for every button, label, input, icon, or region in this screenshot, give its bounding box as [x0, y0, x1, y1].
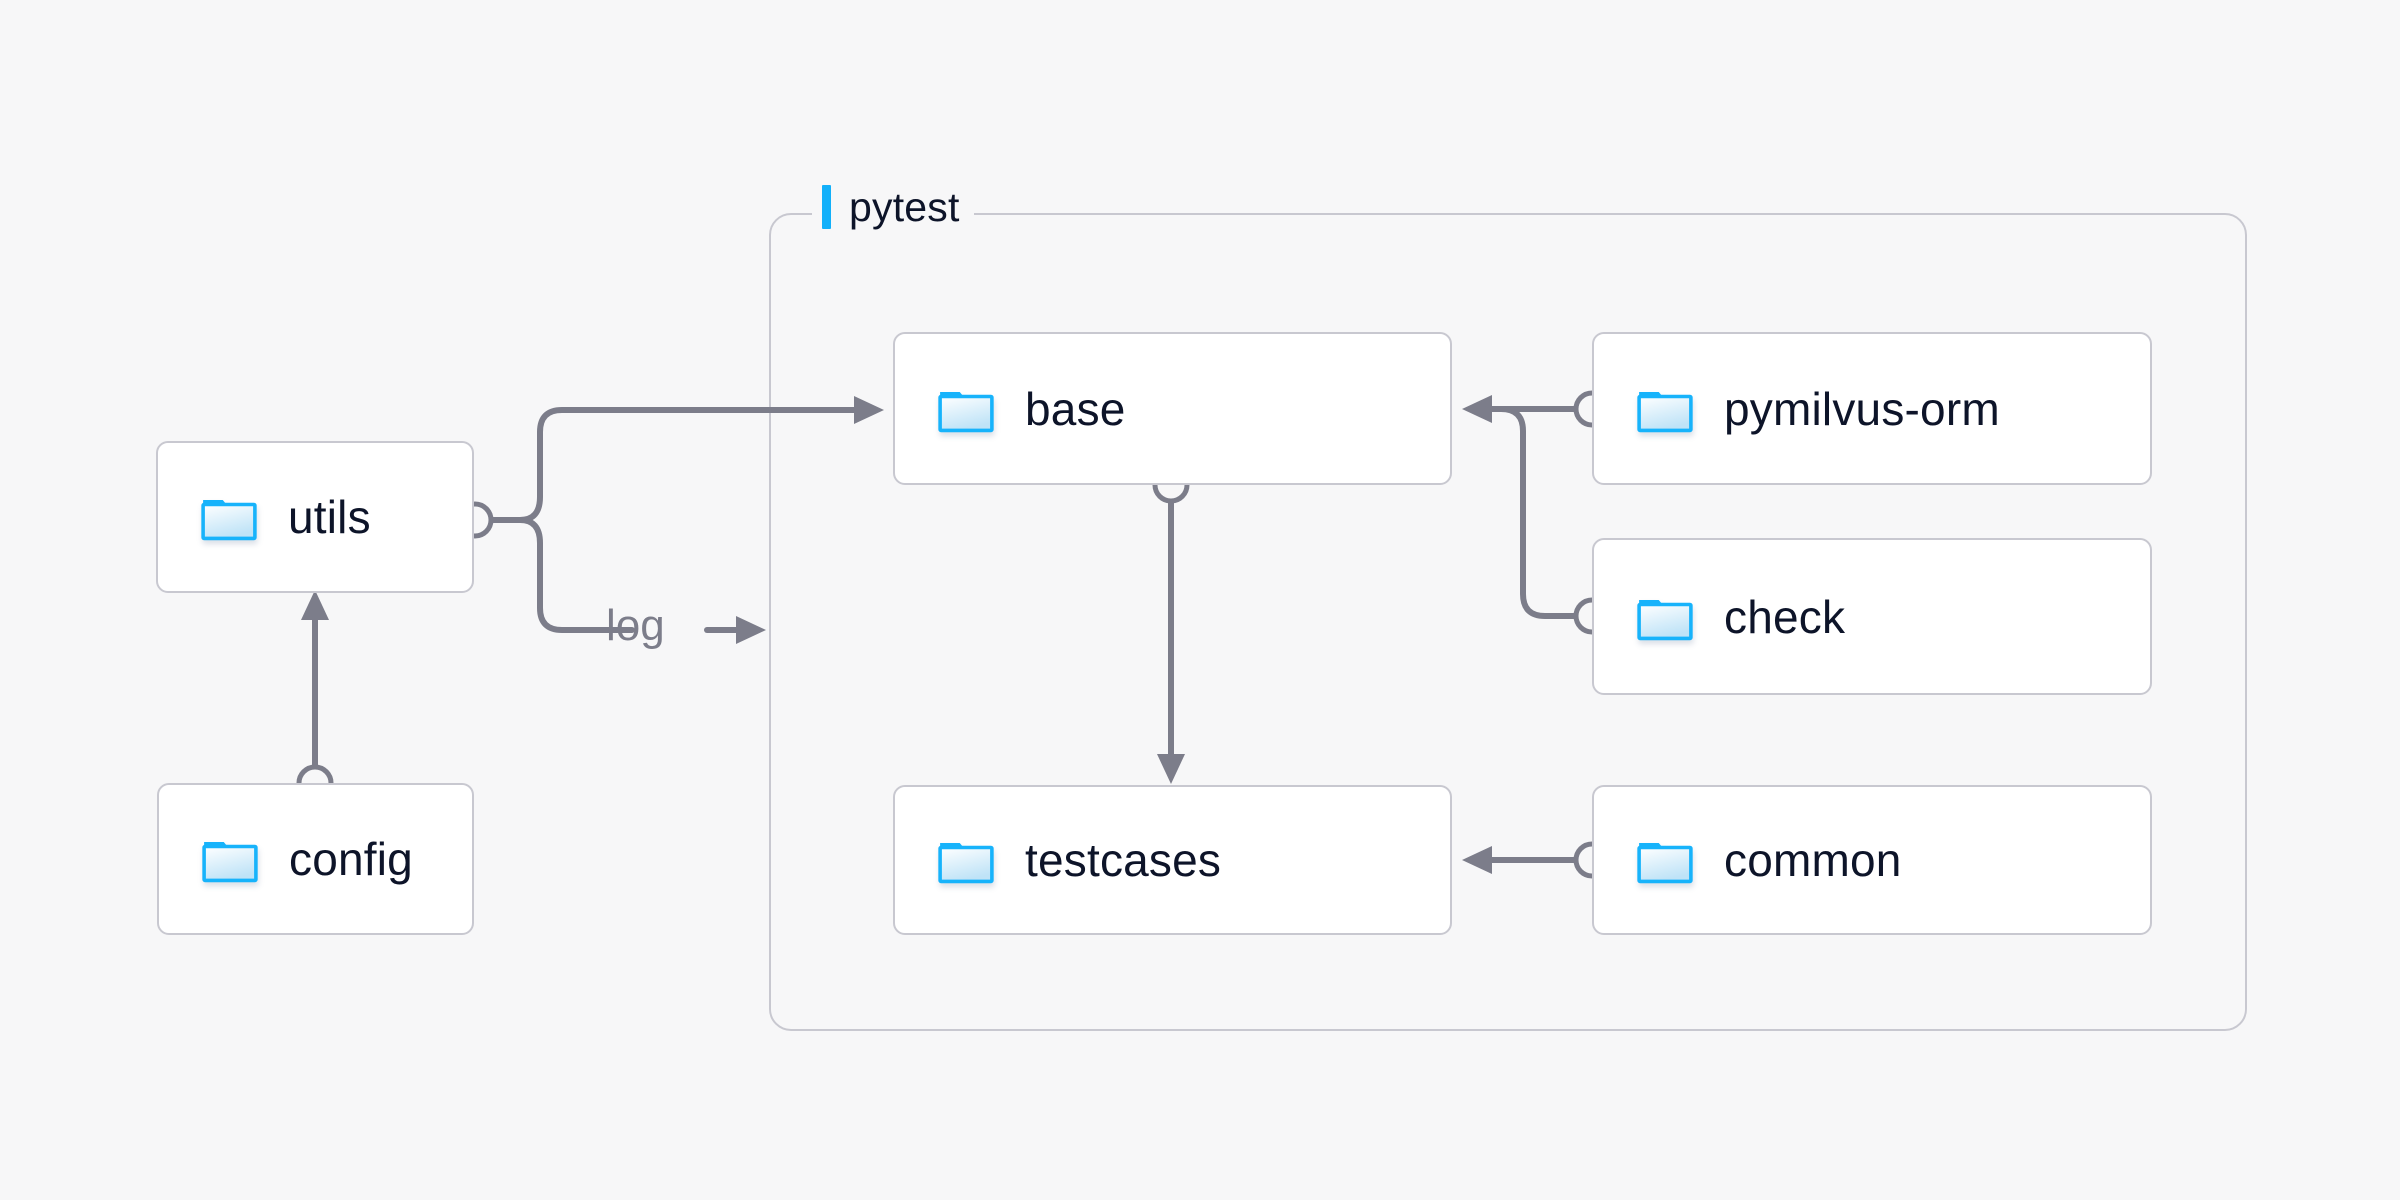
node-label: config — [289, 833, 413, 885]
node-common[interactable]: common — [1592, 785, 2152, 935]
group-pytest-label: pytest — [812, 183, 974, 231]
folder-icon — [201, 500, 257, 541]
node-pymilvus-orm[interactable]: pymilvus-orm — [1592, 332, 2152, 485]
folder-icon — [202, 842, 258, 883]
group-accent-bar — [822, 185, 831, 229]
node-testcases[interactable]: testcases — [893, 785, 1452, 935]
node-check[interactable]: check — [1592, 538, 2152, 695]
folder-icon — [938, 391, 994, 432]
node-label: pymilvus-orm — [1724, 382, 2000, 435]
node-utils[interactable]: utils — [156, 441, 474, 593]
node-label: testcases — [1025, 834, 1222, 886]
node-base[interactable]: base — [893, 332, 1452, 485]
folder-icon — [938, 843, 994, 884]
group-title: pytest — [849, 183, 960, 230]
group-pytest[interactable] — [769, 213, 2247, 1031]
edge-config-utils — [296, 590, 334, 802]
edge-label-log: log — [606, 601, 665, 650]
node-label: common — [1724, 834, 1902, 886]
folder-icon — [1637, 391, 1693, 432]
node-config[interactable]: config — [157, 783, 474, 935]
folder-icon — [1637, 843, 1693, 884]
node-label: utils — [288, 491, 371, 543]
node-label: check — [1724, 590, 1846, 643]
node-label: base — [1025, 382, 1126, 435]
folder-icon — [1637, 599, 1693, 640]
